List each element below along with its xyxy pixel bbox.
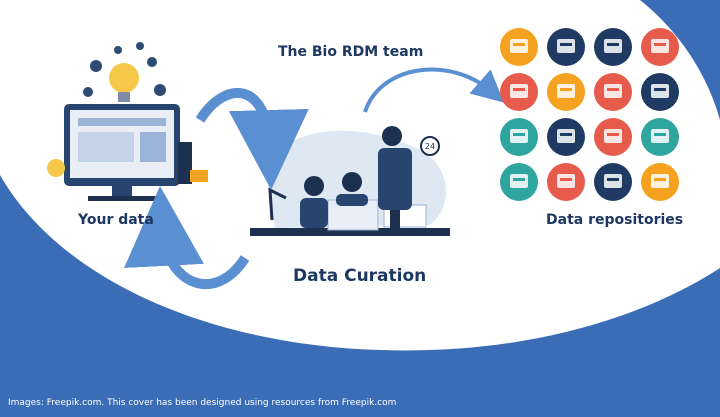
document-icon <box>594 163 632 201</box>
your-data-label: Your data <box>78 212 154 228</box>
cloud-gear-icon <box>594 73 632 111</box>
storage-tower-icon <box>547 163 585 201</box>
monitor-chart-icon <box>500 28 538 66</box>
repository-icon-grid <box>500 28 679 201</box>
server-rack-icon <box>547 118 585 156</box>
data-repositories-label: Data repositories <box>546 212 684 228</box>
database-stack-icon <box>547 73 585 111</box>
image-credit: Images: Freepik.com. This cover has been… <box>8 398 397 408</box>
server-cabinet-icon <box>594 118 632 156</box>
chip-icon <box>547 28 585 66</box>
monitor-analytics-icon <box>641 163 679 201</box>
funnel-icon <box>500 163 538 201</box>
cloud-sync-icon <box>500 73 538 111</box>
your-data-illustration <box>47 42 208 201</box>
clock-badge-text: 24 <box>425 142 435 151</box>
data-curation-label: Data Curation <box>293 266 427 286</box>
globe-icon <box>500 118 538 156</box>
arrow-curation-to-repositories <box>363 67 505 113</box>
background-wave-topright <box>640 0 720 120</box>
arrow-your-data-to-curation <box>195 88 309 190</box>
hierarchy-icon <box>641 73 679 111</box>
arrow-curation-to-your-data <box>124 186 250 290</box>
data-curation-illustration: 24 <box>250 126 450 236</box>
server-presentation-icon <box>641 28 679 66</box>
cloud-network-icon <box>594 28 632 66</box>
bar-chart-icon <box>641 118 679 156</box>
background-wave-bottom <box>0 175 720 417</box>
team-label: The Bio RDM team <box>278 44 424 60</box>
